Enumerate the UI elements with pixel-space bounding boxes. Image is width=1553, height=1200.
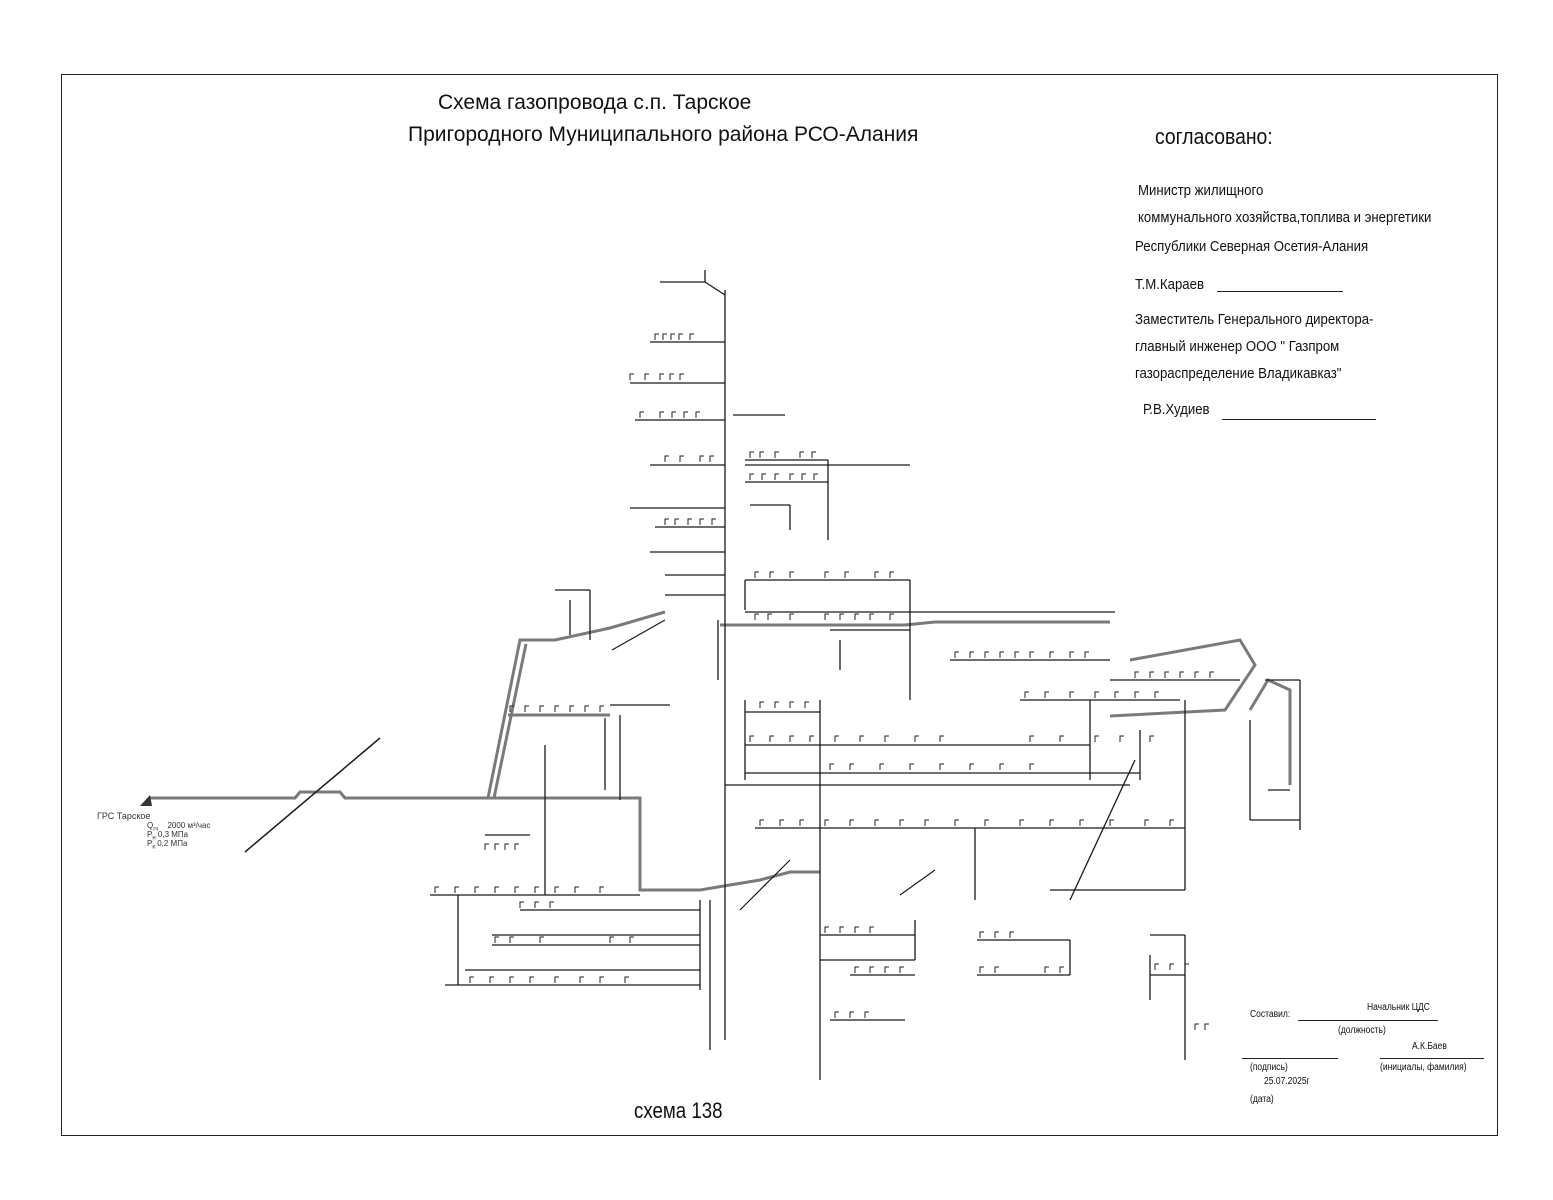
approval-minister-line1: Министр жилищного [1138,182,1264,199]
approval-deputy-line1: Заместитель Генерального директора- [1135,311,1374,328]
stamp-position-value: Начальник ЦДС [1367,1002,1430,1013]
station-flow: Qгч 2000 м³/час [147,821,211,833]
station-inlet-pressure: Pн 0,3 МПа [147,830,189,842]
scheme-number: схема 138 [634,1098,723,1123]
distribution-network [244,270,1301,1080]
approval-deputy-line3: газораспределение Владикавказ" [1135,365,1342,382]
station-name: ГРС Тарское [97,811,151,821]
stamp-position-label: (должность) [1338,1025,1386,1036]
stamp-date-value: 25.07.2025г [1264,1076,1310,1087]
stamp-signature-line [1242,1058,1338,1059]
stamp-date-label: (дата) [1250,1094,1274,1105]
scheme-title-line2: Пригородного Муниципального района РСО-А… [408,123,919,146]
stamp-name-line [1380,1058,1484,1059]
approval-minister-line3: Республики Северная Осетия-Алания [1135,238,1369,255]
approval-deputy-name: Р.В.Худиев [1143,401,1210,418]
stamp-name-value: А.К.Баев [1412,1041,1447,1052]
approval-heading: согласовано: [1155,124,1273,149]
approval-deputy-line2: главный инженер ООО " Газпром [1135,338,1340,355]
stamp-position-line [1298,1020,1438,1021]
scheme-title-line1: Схема газопровода с.п. Тарское [438,91,752,114]
deputy-signature-line [1222,419,1376,420]
drawing-frame [61,74,1498,1136]
service-connections [434,333,1214,1030]
stamp-compiled-label: Составил: [1250,1009,1291,1020]
station-outlet-pressure: Pк 0,2 МПа [147,839,188,851]
approval-minister-line2: коммунального хозяйства,топлива и энерге… [1138,209,1432,226]
grs-station-icon [140,795,152,806]
main-pipeline [150,610,1292,892]
minister-signature-line [1217,291,1343,292]
stamp-signature-label: (подпись) [1250,1062,1288,1073]
stamp-name-label: (инициалы, фамилия) [1380,1062,1467,1073]
approval-minister-name: Т.М.Караев [1135,276,1204,293]
